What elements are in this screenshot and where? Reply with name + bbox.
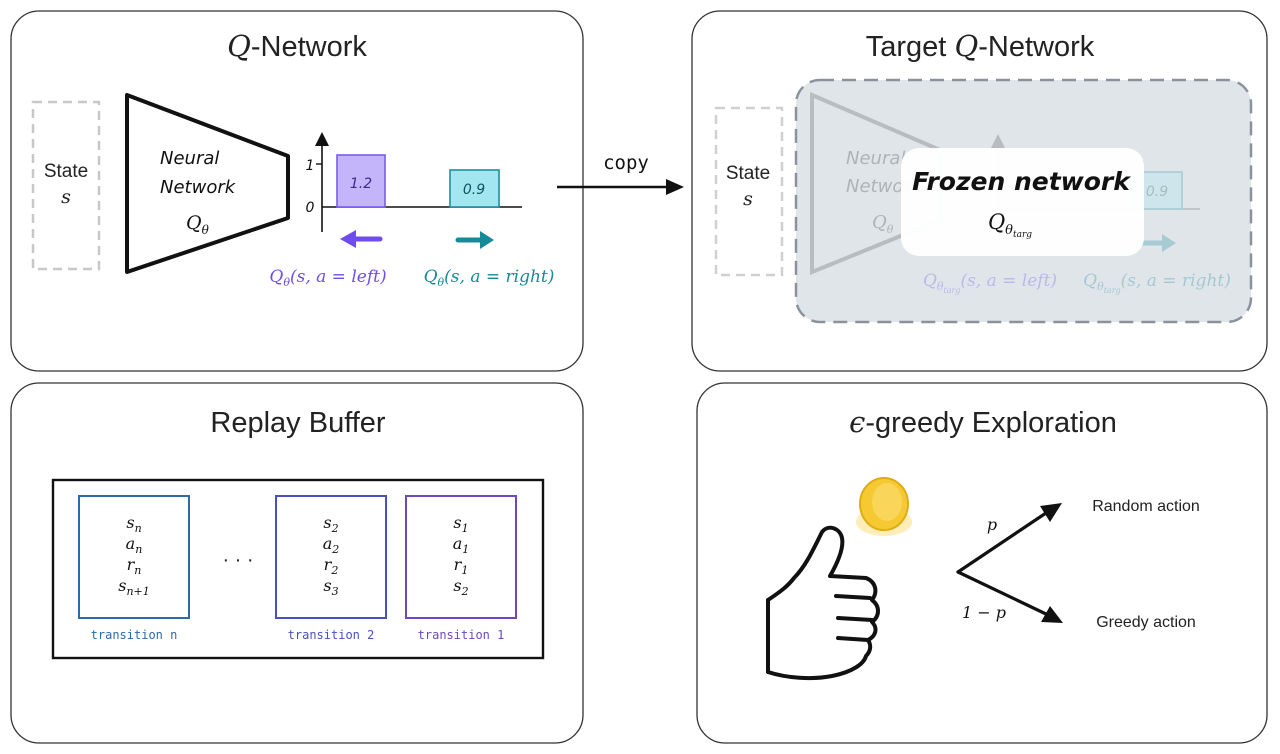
transition-field: r1 bbox=[454, 555, 469, 577]
y-axis-arrowhead bbox=[315, 132, 329, 146]
transition-field: s2 bbox=[323, 513, 338, 535]
bar-left bbox=[336, 154, 386, 208]
transition-caption: transition 1 bbox=[418, 628, 505, 642]
target-network-title: Target Q-Network bbox=[866, 29, 1095, 63]
prob-one-minus-p: 1 − p bbox=[962, 603, 1006, 622]
copy-arrow: copy bbox=[557, 152, 684, 195]
copy-label: copy bbox=[603, 152, 649, 174]
prob-p: p bbox=[987, 515, 997, 534]
target-network-panel: Target Q-Network State s Neural Network … bbox=[691, 10, 1268, 372]
coin-icon bbox=[856, 477, 912, 536]
ellipsis: · · · bbox=[222, 549, 253, 571]
tick-1: 1 bbox=[306, 158, 315, 174]
transition-field: sn+1 bbox=[118, 576, 150, 598]
right-arrow-icon bbox=[455, 231, 494, 249]
nn-q-theta: Qθ bbox=[186, 212, 210, 237]
target-state-label: State bbox=[726, 163, 770, 184]
transition-field: a2 bbox=[323, 534, 340, 556]
epsilon-greedy-title: ϵ-greedy Exploration bbox=[849, 405, 1117, 439]
target-state-var: s bbox=[743, 188, 753, 210]
bar-right bbox=[449, 169, 500, 208]
thumbs-up-icon bbox=[766, 525, 880, 681]
frozen-network-title: Frozen network bbox=[912, 167, 1131, 196]
replay-buffer-title: Replay Buffer bbox=[210, 407, 386, 439]
transition-field: r2 bbox=[324, 555, 339, 577]
svg-text:Qθ: Qθ bbox=[872, 212, 894, 236]
bar-right-value: 0.9 bbox=[463, 182, 485, 198]
greedy-action-label: Greedy action bbox=[1096, 614, 1196, 631]
transition-field: rn bbox=[127, 555, 142, 577]
q-right-label: Qθ(s, a = right) bbox=[424, 267, 555, 289]
transition-field: an bbox=[126, 534, 143, 556]
transition-field: s2 bbox=[453, 576, 468, 598]
target-q-right-label: Qθtarg(s, a = right) bbox=[1083, 271, 1231, 295]
epsilon-greedy-panel: ϵ-greedy Exploration p 1 − p Random acti… bbox=[696, 382, 1268, 744]
transition-field: sn bbox=[126, 513, 141, 535]
tick-0: 0 bbox=[306, 200, 315, 216]
q-left-label: Qθ(s, a = left) bbox=[269, 267, 386, 289]
q-network-panel: Q-Network State s Neural Network Qθ 1 0 … bbox=[10, 10, 584, 372]
frozen-q-theta-targ: Qθtarg bbox=[988, 210, 1032, 240]
neural-network-trapezoid bbox=[125, 93, 290, 274]
nn-label-line2: Network bbox=[160, 177, 237, 198]
target-q-left-label: Qθtarg(s, a = left) bbox=[923, 271, 1057, 295]
state-input-box bbox=[31, 100, 101, 271]
branch-arrows bbox=[956, 503, 1063, 623]
random-action-label: Random action bbox=[1092, 498, 1200, 515]
svg-text:0.9: 0.9 bbox=[1146, 184, 1168, 200]
target-state-box bbox=[714, 106, 784, 277]
bar-left-value: 1.2 bbox=[350, 176, 372, 192]
svg-text:Neural: Neural bbox=[846, 148, 905, 169]
transition-field: s1 bbox=[453, 513, 468, 535]
transition-field: a1 bbox=[453, 534, 470, 556]
state-label: State bbox=[44, 161, 88, 182]
left-arrow-icon bbox=[340, 230, 383, 248]
transition-field: s3 bbox=[323, 576, 338, 598]
q-network-title: Q-Network bbox=[227, 29, 367, 63]
transition-caption: transition n bbox=[91, 628, 178, 642]
state-var: s bbox=[61, 186, 71, 208]
frozen-network-card bbox=[901, 148, 1144, 256]
transition-caption: transition 2 bbox=[288, 628, 375, 642]
nn-label-line1: Neural bbox=[160, 148, 219, 169]
